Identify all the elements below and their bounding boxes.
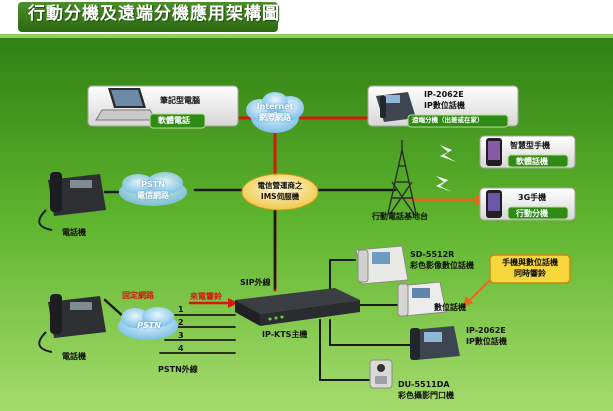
fixed-network-label: 固定網路 — [122, 291, 154, 300]
pstn-top-label-1: PSTN — [141, 180, 165, 189]
desk-phone-icon — [38, 294, 106, 353]
door-model: DU-5511DA — [398, 380, 450, 389]
ims-label-2: IMS伺服機 — [260, 192, 300, 201]
remote-phone-name: IP數位話機 — [424, 101, 465, 110]
callout-box — [489, 254, 571, 284]
incoming-ring-label: 來電響鈴 — [190, 292, 222, 301]
desk-phone-icon — [397, 281, 447, 317]
desk-phone-icon — [410, 326, 460, 360]
phone-top-left-label: 電話機 — [62, 228, 86, 237]
video-phone-icon — [355, 245, 409, 285]
smartphone-label: 智慧型手機 — [510, 141, 550, 150]
notebook-tag-label: 軟體電話 — [158, 116, 190, 125]
signal-bolt-icon — [436, 176, 452, 192]
pstn-top-label-2: 電信網路 — [137, 191, 169, 200]
cloud-icon — [246, 92, 304, 133]
remote-phone-tag: 遠端分機（出差或在家） — [412, 116, 484, 124]
digital-phone-label: 數位話機 — [434, 303, 466, 312]
sip-trunk-label: SIP外線 — [240, 278, 271, 287]
pstn-cloud-label: PSTN — [137, 321, 161, 330]
kts-label: IP-KTS主機 — [262, 330, 308, 339]
incoming-arrow — [228, 298, 238, 308]
antenna-tower-icon — [387, 140, 417, 215]
phone-3g-tag: 行動分機 — [516, 209, 548, 218]
sd-phone-name: 彩色影像數位話機 — [410, 261, 474, 270]
door-name: 彩色攝影門口機 — [398, 391, 454, 400]
phone-3g-label: 3G手機 — [518, 193, 547, 202]
trunk-4: 4 — [178, 344, 184, 353]
door-intercom-icon — [369, 359, 393, 389]
phone-bottom-left-label: 電話機 — [62, 352, 86, 361]
trunk-3: 3 — [178, 331, 184, 340]
trunk-2: 2 — [178, 318, 184, 327]
page-title: 行動分機及遠端分機應用架構圖 — [28, 4, 280, 24]
internet-label-2: 網際網路 — [259, 113, 291, 122]
tower-label: 行動電話基地台 — [372, 212, 428, 221]
pstn-trunk-label: PSTN外線 — [158, 365, 198, 374]
pbx-switch-icon — [235, 288, 360, 326]
trunk-1: 1 — [178, 305, 184, 314]
local-phone-name: IP數位話機 — [466, 337, 507, 346]
callout-line-2: 同時響鈴 — [514, 269, 546, 278]
notebook-tag — [149, 113, 206, 129]
ims-label-1: 電信營運商之 — [257, 181, 303, 190]
signal-bolt-icon — [440, 145, 456, 162]
smartphone-tag: 軟體話機 — [516, 157, 548, 166]
sd-phone-model: SD-5512R — [410, 250, 455, 259]
remote-phone-model: IP-2062E — [424, 90, 464, 99]
remote-tag — [407, 114, 509, 128]
notebook-label: 筆記型電腦 — [160, 96, 200, 105]
desk-phone-icon — [38, 172, 106, 231]
ims-server — [241, 173, 319, 211]
callout-line-1: 手機與數位話機 — [502, 258, 558, 267]
title-bar — [18, 2, 278, 32]
cloud-icon — [119, 172, 187, 206]
internet-label-1: Internet — [256, 102, 294, 111]
cloud-icon — [118, 307, 178, 340]
local-phone-model: IP-2062E — [466, 326, 506, 335]
